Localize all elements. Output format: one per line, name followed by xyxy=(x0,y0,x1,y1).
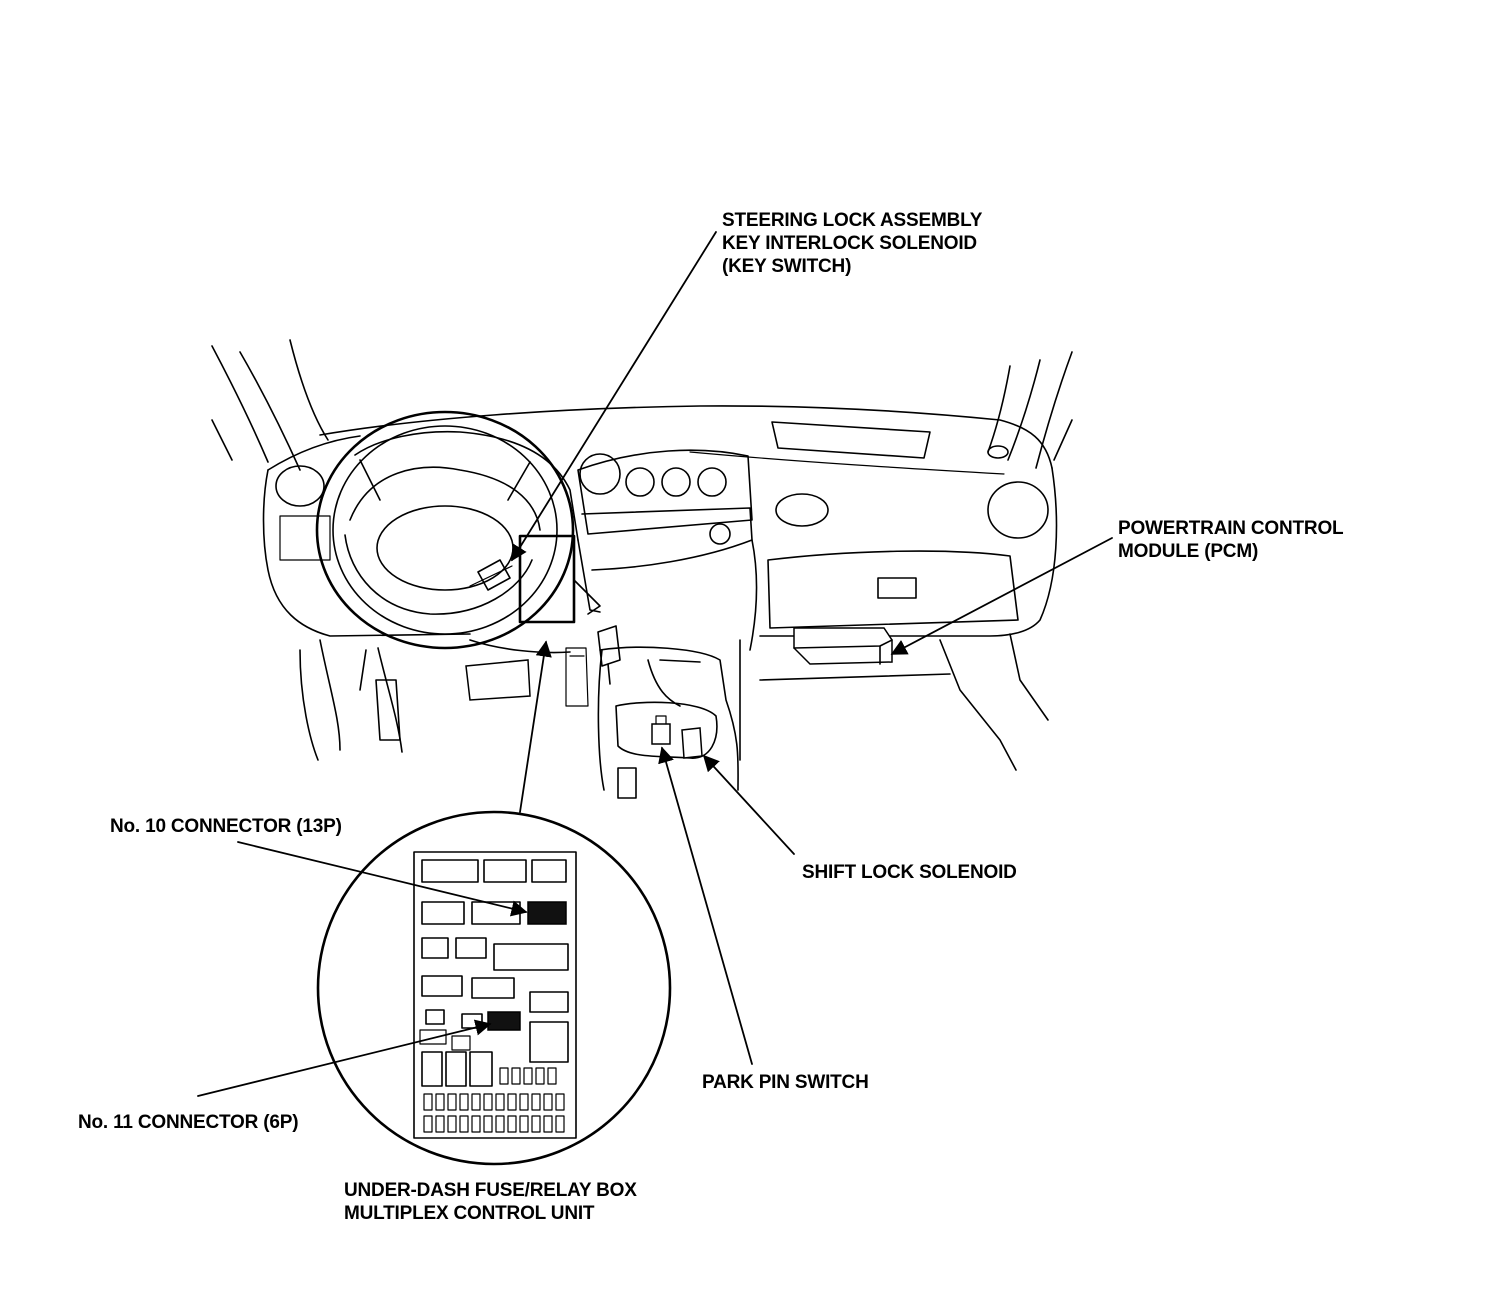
label-park-pin-switch: PARK PIN SWITCH xyxy=(702,1072,869,1093)
leader-park-pin-switch xyxy=(658,746,753,1065)
label-shift-lock-solenoid: SHIFT LOCK SOLENOID xyxy=(802,862,1017,883)
leader-no11-connector xyxy=(197,1019,492,1097)
leader-steering-lock xyxy=(511,231,717,562)
label-fuse-box-line2: MULTIPLEX CONTROL UNIT xyxy=(344,1203,595,1224)
label-pcm-line1: POWERTRAIN CONTROL xyxy=(1118,518,1344,539)
leader-fuse-box-pointer xyxy=(519,640,552,813)
label-no10-connector: No. 10 CONNECTOR (13P) xyxy=(110,816,342,837)
leader-shift-lock-solenoid xyxy=(702,754,795,855)
callout-labels: STEERING LOCK ASSEMBLY KEY INTERLOCK SOL… xyxy=(78,210,1344,1224)
label-steering-lock-line2: KEY INTERLOCK SOLENOID xyxy=(722,233,977,254)
fuse-relay-box-inset xyxy=(316,810,672,1166)
leader-pcm xyxy=(890,537,1113,655)
label-pcm-line2: MODULE (PCM) xyxy=(1118,541,1258,562)
label-steering-lock-line1: STEERING LOCK ASSEMBLY xyxy=(722,210,983,231)
label-fuse-box-line1: UNDER-DASH FUSE/RELAY BOX xyxy=(344,1180,637,1201)
leader-no10-connector xyxy=(237,841,528,917)
label-steering-lock-line3: (KEY SWITCH) xyxy=(722,256,851,277)
leader-lines xyxy=(197,231,1113,1097)
dashboard-illustration xyxy=(211,339,1073,799)
label-no11-connector: No. 11 CONNECTOR (6P) xyxy=(78,1112,298,1133)
